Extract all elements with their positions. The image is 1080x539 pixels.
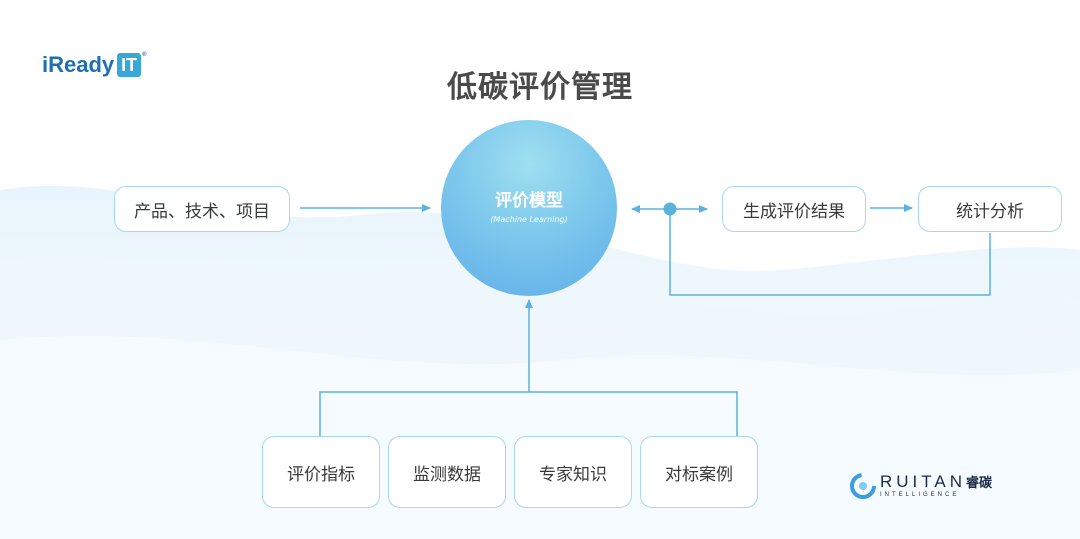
brand-name: RUITAN [880,472,967,491]
bottom-box-expert: 专家知识 [514,436,632,508]
result-box: 生成评价结果 [722,186,866,232]
bottom-bracket [319,391,738,436]
junction-dot [663,202,677,216]
input-box: 产品、技术、项目 [114,186,290,232]
ruitan-swirl-icon [850,472,876,499]
model-title: 评价模型 [495,191,563,211]
registered-mark: ® [142,52,147,58]
bottom-box-benchmark: 对标案例 [640,436,758,508]
bottom-box-monitoring: 监测数据 [388,436,506,508]
brand-subtitle: INTELLIGENCE [880,492,960,498]
model-subtitle: (Machine Learning) [490,215,568,224]
feedback-loop [669,215,991,296]
bottom-box-indicators: 评价指标 [262,436,380,508]
iready-logo: iReady IT ® [42,52,147,78]
brand-chinese: 睿碳 [966,476,993,491]
logo-box: IT [117,53,142,77]
ruitan-logo: RUITAN睿碳 INTELLIGENCE [850,472,992,499]
page-title: 低碳评价管理 [447,70,633,105]
analysis-box: 统计分析 [918,186,1062,232]
evaluation-model-circle: 评价模型 (Machine Learning) [441,120,617,296]
logo-text: iReady [42,52,115,77]
